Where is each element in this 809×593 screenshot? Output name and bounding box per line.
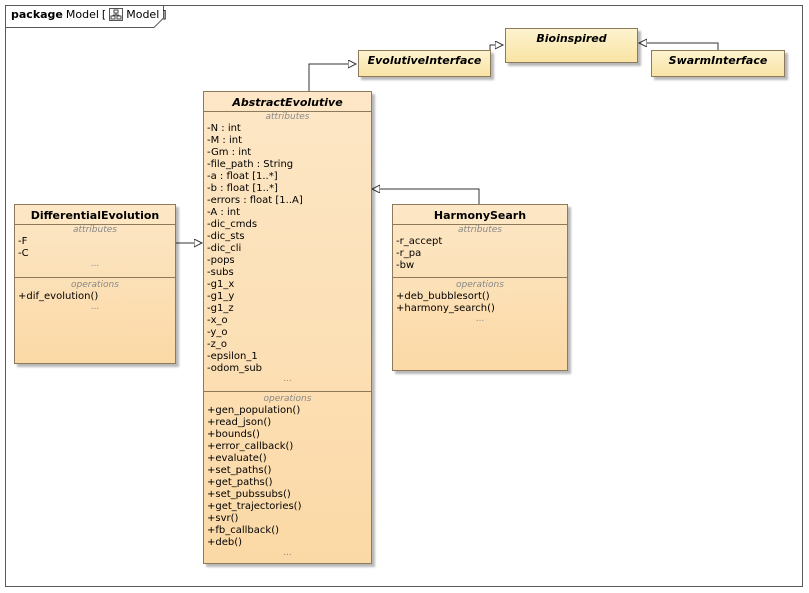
attribute-row: -Gm : int bbox=[207, 147, 252, 158]
operation-list: +deb_bubblesort()+harmony_search() bbox=[393, 291, 567, 315]
interface-bioinspired[interactable]: Bioinspired bbox=[505, 28, 638, 63]
operations-label: operations bbox=[71, 280, 119, 290]
attributes-label: attributes bbox=[265, 112, 310, 122]
attribute-row: -C bbox=[18, 248, 29, 259]
class-diagram-icon bbox=[109, 8, 124, 21]
attribute-row: -subs bbox=[207, 267, 234, 278]
attribute-row: -F bbox=[18, 236, 28, 247]
attribute-row: -a : float [1..*] bbox=[207, 171, 278, 182]
attributes-compartment: attributes -F-C ... bbox=[15, 224, 175, 277]
attribute-list: -r_accept-r_pa-bw bbox=[393, 236, 567, 272]
attribute-row: -z_o bbox=[207, 339, 227, 350]
operations-more: ... bbox=[283, 548, 292, 558]
operation-row: +set_paths() bbox=[207, 465, 272, 476]
operations-more: ... bbox=[90, 302, 100, 312]
operation-row: +deb() bbox=[207, 537, 243, 548]
operation-row: +error_callback() bbox=[207, 441, 294, 452]
interface-evolutive[interactable]: EvolutiveInterface bbox=[358, 50, 491, 77]
attributes-label: attributes bbox=[73, 225, 117, 235]
operation-row: +get_trajectories() bbox=[207, 501, 302, 512]
operation-row: +bounds() bbox=[207, 429, 260, 440]
attribute-row: -epsilon_1 bbox=[207, 351, 258, 362]
operation-row: +evaluate() bbox=[207, 453, 267, 464]
attribute-row: -odom_sub bbox=[207, 363, 263, 374]
attribute-row: -file_path : String bbox=[207, 159, 294, 170]
package-tab-outline bbox=[5, 5, 164, 28]
attribute-row: -r_pa bbox=[396, 248, 422, 259]
attribute-row: -b : float [1..*] bbox=[207, 183, 278, 194]
attributes-more: ... bbox=[475, 271, 485, 281]
class-harmony-searh[interactable]: HarmonySearh attributes -r_accept-r_pa-b… bbox=[392, 204, 568, 371]
attributes-more: ... bbox=[283, 374, 292, 384]
package-keyword: package bbox=[11, 8, 63, 21]
attributes-more: ... bbox=[90, 259, 100, 269]
edge-harmony-to-abstract bbox=[372, 189, 480, 204]
attribute-row: -bw bbox=[396, 260, 415, 271]
attribute-row: -y_o bbox=[207, 327, 228, 338]
operations-compartment: operations +dif_evolution() ... bbox=[15, 277, 175, 312]
attributes-compartment: attributes -r_accept-r_pa-bw ... bbox=[393, 224, 567, 281]
operation-row: +set_pubssubs() bbox=[207, 489, 291, 500]
operation-row: +get_paths() bbox=[207, 477, 273, 488]
diagram-name: Model bbox=[126, 8, 160, 21]
operation-row: +deb_bubblesort() bbox=[396, 291, 490, 302]
operation-row: +dif_evolution() bbox=[18, 291, 99, 302]
operations-compartment: operations +gen_population()+read_json()… bbox=[204, 391, 371, 558]
edge-swarm-to-bioinspired bbox=[639, 43, 719, 50]
interface-swarm[interactable]: SwarmInterface bbox=[651, 50, 785, 77]
class-differential-evolution-name: DifferentialEvolution bbox=[30, 209, 160, 222]
class-harmony-searh-name: HarmonySearh bbox=[433, 209, 527, 222]
edge-evolutive-to-bioinspired bbox=[489, 45, 503, 50]
operations-compartment: operations +deb_bubblesort()+harmony_sea… bbox=[393, 277, 567, 324]
attribute-row: -dic_sts bbox=[207, 231, 245, 242]
operations-label: operations bbox=[456, 280, 504, 290]
attribute-list: -N : int-M : int-Gm : int-file_path : St… bbox=[204, 123, 371, 375]
class-differential-evolution[interactable]: DifferentialEvolution attributes -F-C ..… bbox=[14, 204, 176, 364]
operation-row: +gen_population() bbox=[207, 405, 301, 416]
attribute-row: -r_accept bbox=[396, 236, 443, 247]
attributes-label: attributes bbox=[458, 225, 502, 235]
class-abstract-evolutive[interactable]: AbstractEvolutive attributes -N : int-M … bbox=[203, 91, 372, 564]
package-name: Model bbox=[65, 8, 99, 21]
edge-abstract-to-evolutive bbox=[308, 64, 356, 91]
operations-more: ... bbox=[475, 314, 485, 324]
class-abstract-evolutive-name: AbstractEvolutive bbox=[232, 96, 343, 109]
operation-list: +dif_evolution() bbox=[15, 291, 175, 303]
attribute-row: -A : int bbox=[207, 207, 240, 218]
package-frame bbox=[5, 5, 803, 587]
package-header: package Model [ Model ] bbox=[11, 8, 167, 21]
attribute-row: -N : int bbox=[207, 123, 241, 134]
operation-row: +read_json() bbox=[207, 417, 272, 428]
operation-row: +svr() bbox=[207, 513, 239, 524]
bracket-close: ] bbox=[162, 8, 167, 21]
interface-swarm-name: SwarmInterface bbox=[668, 54, 768, 67]
operation-list: +gen_population()+read_json()+bounds()+e… bbox=[204, 405, 371, 549]
interface-bioinspired-name: Bioinspired bbox=[536, 32, 607, 45]
attribute-row: -M : int bbox=[207, 135, 242, 146]
bracket-open: [ bbox=[101, 8, 107, 21]
attribute-row: -g1_z bbox=[207, 303, 234, 314]
attribute-row: -g1_y bbox=[207, 291, 235, 302]
operations-label: operations bbox=[263, 394, 312, 404]
interface-evolutive-name: EvolutiveInterface bbox=[367, 54, 482, 67]
operation-row: +harmony_search() bbox=[396, 303, 495, 314]
attribute-row: -dic_cli bbox=[207, 243, 242, 254]
attribute-row: -dic_cmds bbox=[207, 219, 258, 230]
attribute-row: -x_o bbox=[207, 315, 228, 326]
attribute-list: -F-C bbox=[15, 236, 175, 260]
attribute-row: -g1_x bbox=[207, 279, 235, 290]
operation-row: +fb_callback() bbox=[207, 525, 279, 536]
attributes-compartment: attributes -N : int-M : int-Gm : int-fil… bbox=[204, 111, 371, 391]
attribute-row: -pops bbox=[207, 255, 235, 266]
attribute-row: -errors : float [1..A] bbox=[207, 195, 303, 206]
package-tab: package Model [ Model ] bbox=[5, 5, 167, 28]
